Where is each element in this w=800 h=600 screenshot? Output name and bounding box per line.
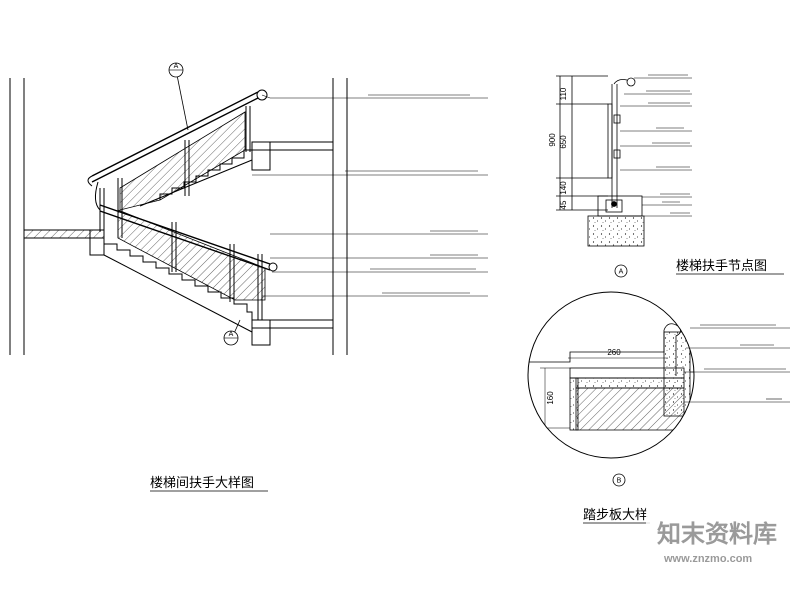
dim-bottom-segment: 140 (559, 181, 568, 195)
section-marker-bottom: A (223, 330, 239, 346)
stair-section-annotations (345, 94, 478, 294)
dim-total-height: 900 (548, 133, 557, 147)
tread-detail-title: 踏步板大样 (583, 508, 648, 523)
handrail-node-annotations (646, 74, 690, 214)
dim-mid-segment: 650 (559, 135, 568, 149)
node-marker-a-label: A (619, 269, 624, 276)
tread-detail-drawing: 260 160 (527, 291, 790, 459)
dim-top-segment: 110 (559, 87, 568, 100)
section-marker-top-label: A (174, 63, 179, 70)
handrail-node-drawing (556, 75, 692, 247)
dim-tread-width: 260 (607, 348, 621, 357)
handrail-node-dimensions: 110 650 140 45 900 (548, 87, 568, 209)
watermark-name: 知末资料库 (657, 520, 777, 548)
dim-riser-height: 160 (546, 391, 555, 405)
handrail-node-title: 楼梯扶手节点图 (676, 259, 767, 274)
watermark: 知末资料库 www.znzmo.com (646, 485, 800, 600)
section-marker-bottom-label: A (229, 331, 234, 338)
stair-section-title: 楼梯间扶手大样图 (150, 476, 254, 491)
node-marker-a: A (614, 264, 628, 278)
node-marker-b: B (612, 473, 626, 487)
watermark-url: www.znzmo.com (663, 553, 752, 565)
section-marker-top: A (168, 62, 184, 78)
node-marker-b-label: B (617, 478, 622, 485)
stair-section-drawing (9, 69, 488, 355)
dim-base-segment: 45 (559, 200, 568, 209)
